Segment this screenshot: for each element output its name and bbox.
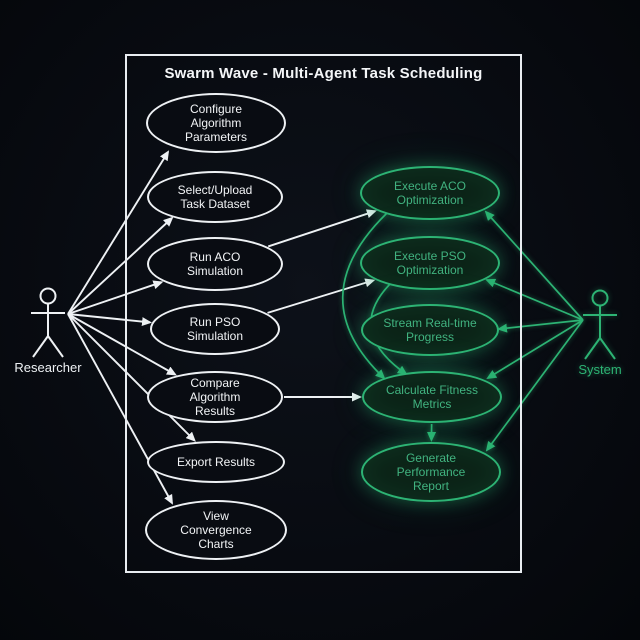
- use-case-stream: Stream Real-time Progress: [361, 304, 499, 356]
- actor-leg-left: [584, 337, 601, 360]
- actor-leg-left: [32, 335, 49, 358]
- actors: Researcher System: [14, 287, 622, 377]
- use-case-calc: Calculate Fitness Metrics: [362, 371, 502, 423]
- actor-researcher-label: Researcher: [14, 360, 82, 375]
- edge-runACO-execACO: [267, 209, 377, 248]
- use-case-export: Export Results: [147, 441, 285, 483]
- use-case-runPSO: Run PSO Simulation: [150, 303, 280, 355]
- edge-execACO-calc: [341, 212, 388, 380]
- actor-system-label: System: [578, 362, 621, 377]
- actor-head: [39, 287, 57, 305]
- edge-system-calc: [486, 319, 584, 380]
- white-edges: [67, 150, 377, 505]
- use-case-runACO: Run ACO Simulation: [147, 237, 283, 291]
- edge-system-report: [485, 319, 584, 452]
- edge-researcher-compare: [67, 313, 177, 376]
- use-case-execPSO: Execute PSO Optimization: [360, 236, 500, 290]
- edge-researcher-select: [67, 216, 174, 315]
- edge-runPSO-execPSO: [267, 278, 376, 314]
- use-case-select: Select/Upload Task Dataset: [147, 171, 283, 223]
- actor-head: [591, 289, 609, 307]
- system-boundary-box: Swarm Wave - Multi-Agent Task Scheduling: [125, 54, 522, 573]
- edge-researcher-export: [67, 313, 196, 442]
- actor-leg-right: [599, 337, 616, 360]
- actor-leg-right: [47, 335, 64, 358]
- edge-researcher-configure: [67, 150, 170, 315]
- use-case-view: View Convergence Charts: [145, 500, 287, 560]
- use-case-compare: Compare Algorithm Results: [147, 371, 283, 423]
- edge-researcher-runPSO: [67, 313, 153, 327]
- use-case-report: Generate Performance Report: [361, 442, 501, 502]
- edge-system-execPSO: [485, 278, 584, 321]
- actor-researcher: Researcher: [14, 287, 82, 375]
- diagram-title: Swarm Wave - Multi-Agent Task Scheduling: [164, 65, 483, 82]
- edge-researcher-runACO: [67, 280, 164, 315]
- edge-system-execACO: [484, 210, 584, 321]
- actor-system: System: [578, 289, 622, 377]
- use-case-configure: Configure Algorithm Parameters: [146, 93, 286, 153]
- use-case-execACO: Execute ACO Optimization: [360, 166, 500, 220]
- edge-system-stream: [497, 319, 584, 333]
